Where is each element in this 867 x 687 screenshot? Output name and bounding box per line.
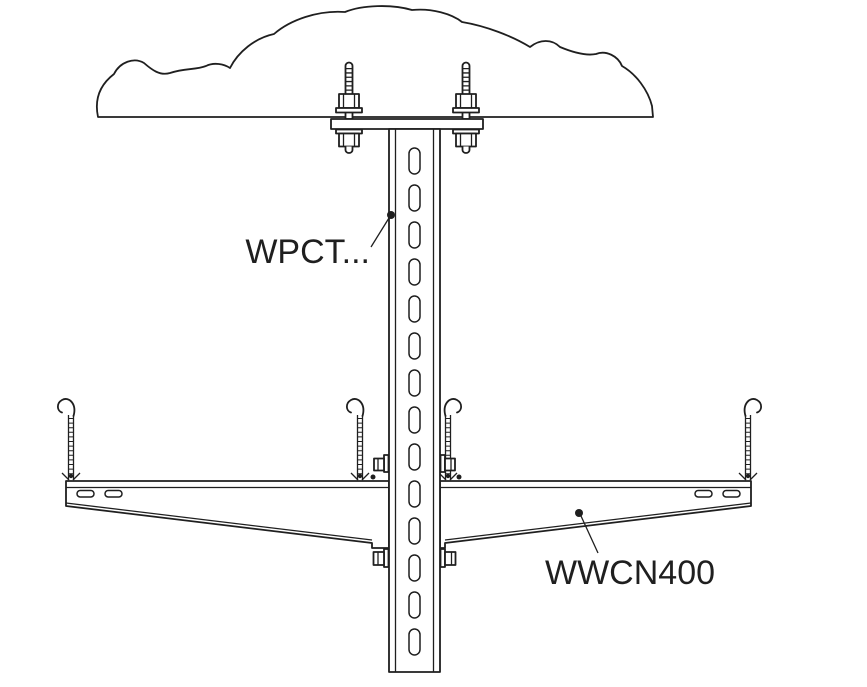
channel-slot [408, 480, 421, 508]
arm-bottom-flange [65, 502, 373, 541]
hex-nut-icon [338, 93, 360, 109]
bolt-head-icon [373, 457, 385, 472]
hanger-rod-outer-left [56, 398, 81, 481]
leader-line [370, 217, 390, 248]
channel-slot [408, 184, 421, 212]
rod-base-dot [745, 473, 751, 479]
hanger-rod-outer-right [738, 398, 763, 481]
rod-foot-icon [61, 472, 81, 481]
hex-nut-icon [338, 132, 360, 148]
hook-icon [743, 398, 763, 417]
arm-slot [104, 489, 123, 498]
ceiling-outline [96, 5, 654, 118]
hook-icon [345, 398, 365, 417]
hook-icon [56, 398, 76, 417]
channel-slot [408, 406, 421, 434]
channel-fixing-bolts [372, 454, 457, 568]
anchor-bolt-left [335, 61, 363, 154]
channel-slot [408, 295, 421, 323]
channel-slot [408, 258, 421, 286]
callout-wwcn400: WWCN400 [545, 509, 715, 592]
washer-icon [452, 107, 480, 114]
leader-dot [575, 509, 583, 517]
rod-base-dot [68, 473, 74, 479]
bolt-head-icon [444, 457, 456, 472]
channel-slot [408, 628, 421, 656]
hook-icon [443, 398, 463, 417]
left-bracket-arm [65, 474, 390, 549]
label-wwcn400: WWCN400 [545, 554, 715, 592]
hex-nut-icon [455, 132, 477, 148]
channel-slot [408, 554, 421, 582]
channel-slot [408, 332, 421, 360]
channel-slot [408, 517, 421, 545]
fixing-dot [456, 474, 462, 480]
leader-dot [387, 211, 395, 219]
channel-slot [408, 147, 421, 175]
arm-slot [694, 489, 713, 498]
channel-slot [408, 221, 421, 249]
rod-foot-icon [350, 472, 370, 481]
arm-slot [722, 489, 741, 498]
arm-slot [76, 489, 95, 498]
right-bracket-arm [439, 474, 752, 549]
bolt-head-icon [444, 551, 457, 566]
channel-slot [408, 443, 421, 471]
rod-end-icon [461, 146, 471, 154]
rod-base-dot [357, 473, 363, 479]
hanger-rod-inner-left [345, 398, 370, 481]
bolt-head-icon [372, 551, 385, 566]
base-plate [330, 118, 484, 130]
hex-nut-icon [455, 93, 477, 109]
rod-base-dot [445, 473, 451, 479]
channel-slot [408, 369, 421, 397]
rod-end-icon [344, 146, 354, 154]
channel-slot [408, 591, 421, 619]
vertical-channel [388, 128, 441, 673]
anchor-bolt-right [452, 61, 480, 154]
washer-icon [335, 107, 363, 114]
label-wpct: WPCT... [245, 233, 370, 271]
rod-foot-icon [738, 472, 758, 481]
leader-line [580, 515, 599, 554]
fixing-dot [370, 474, 376, 480]
arm-bottom-flange [444, 502, 752, 541]
callout-wpct: WPCT... [245, 211, 395, 271]
